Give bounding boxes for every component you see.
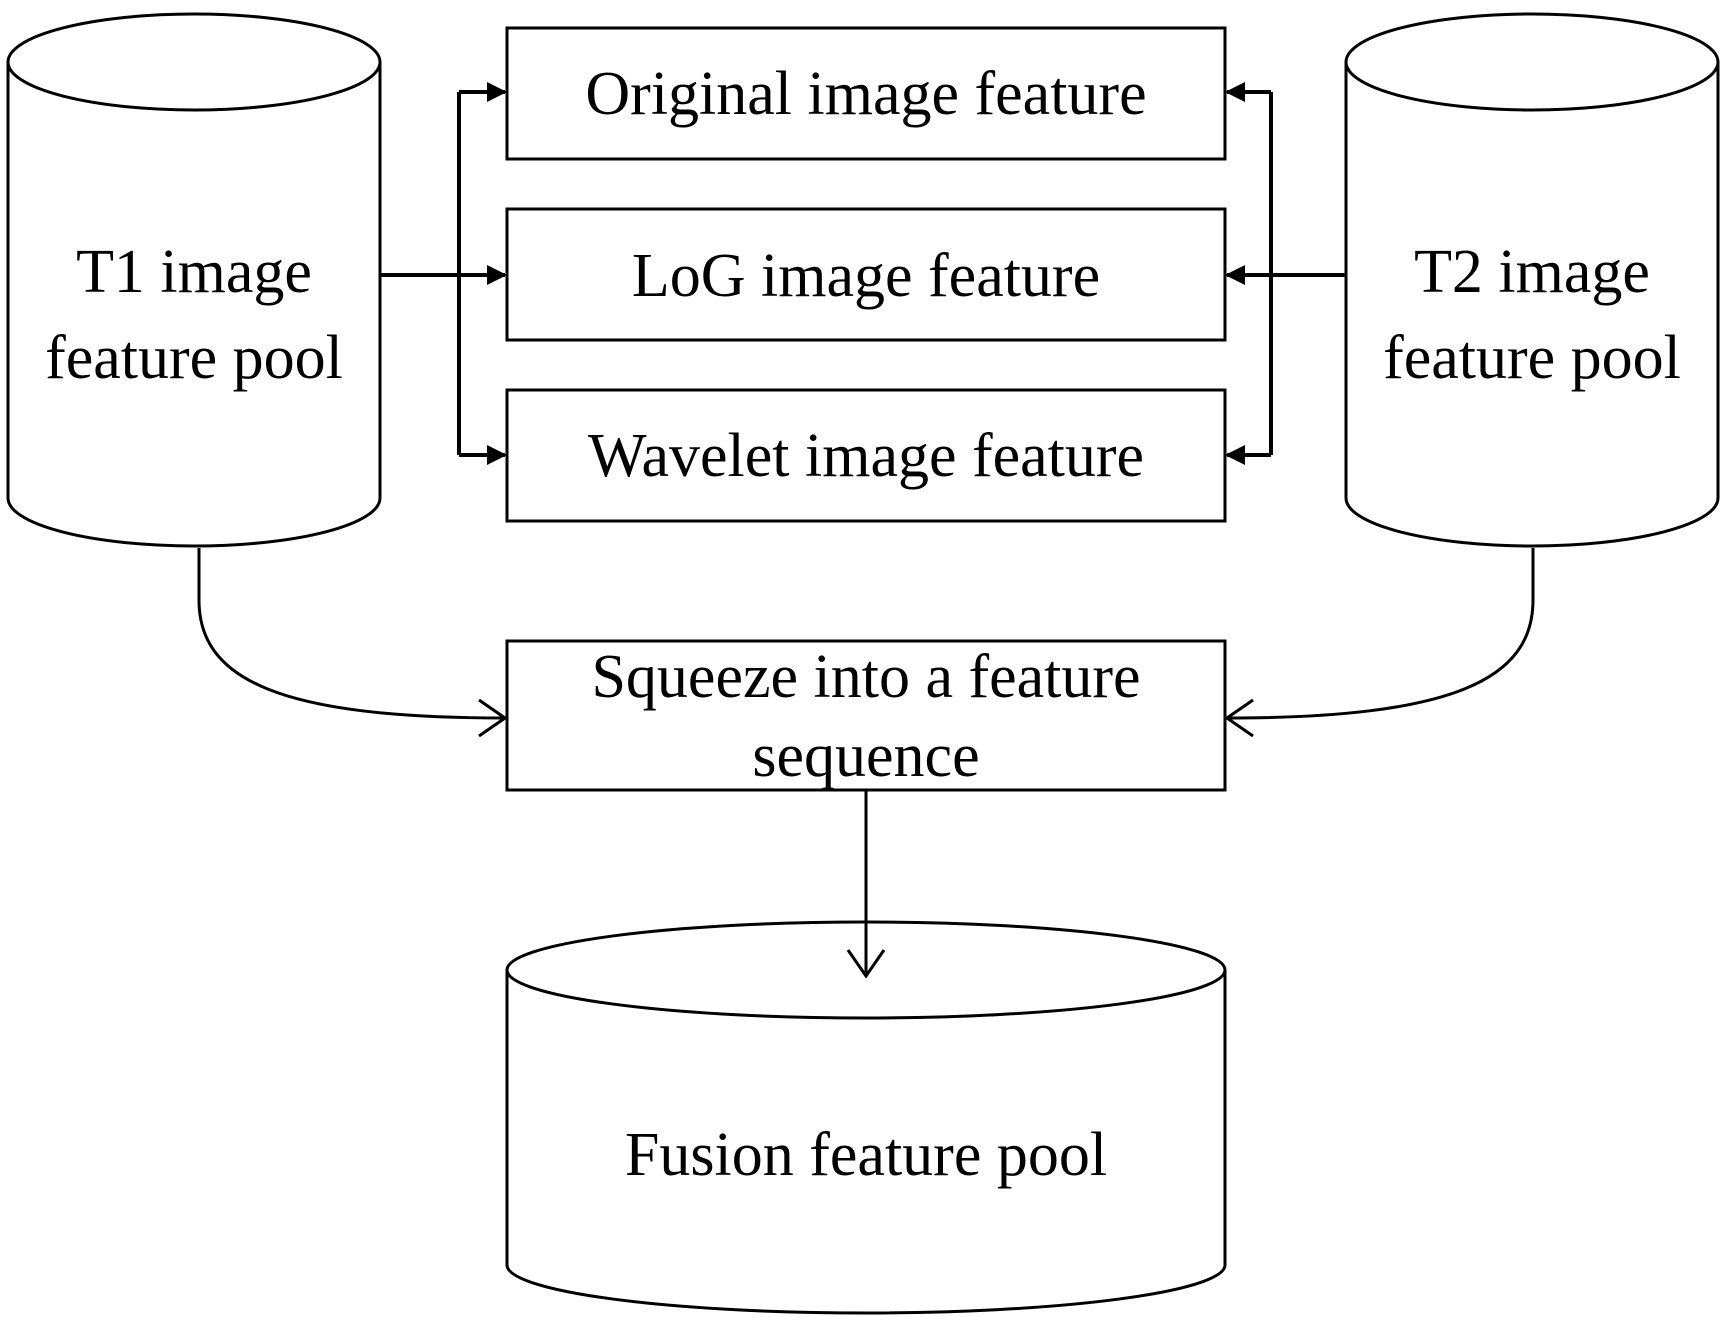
squeeze-label-line2: sequence (752, 722, 979, 790)
t2-to-squeeze-arrow (1227, 548, 1535, 718)
t2-to-features-connector (1225, 82, 1346, 465)
squeeze-label-line1: Squeeze into a feature (591, 643, 1140, 711)
t2-pool-label-line1: T2 image (1414, 238, 1650, 306)
t1-feature-pool-cylinder: T1 image feature pool (6, 12, 382, 548)
t1-pool-label-line1: T1 image (76, 238, 312, 306)
t1-pool-label-line2: feature pool (45, 324, 343, 392)
log-image-feature-box: LoG image feature (505, 207, 1227, 342)
t2-pool-label-line2: feature pool (1383, 324, 1681, 392)
fusion-pool-label: Fusion feature pool (625, 1121, 1107, 1189)
original-image-feature-label: Original image feature (585, 60, 1146, 128)
t1-to-squeeze-arrow (197, 548, 505, 718)
log-image-feature-label: LoG image feature (632, 242, 1100, 310)
wavelet-image-feature-box: Wavelet image feature (505, 388, 1227, 523)
original-image-feature-box: Original image feature (505, 26, 1227, 161)
wavelet-image-feature-label: Wavelet image feature (588, 422, 1144, 490)
squeeze-box: Squeeze into a feature sequence (505, 639, 1227, 792)
t1-to-features-connector (380, 82, 507, 465)
t2-feature-pool-cylinder: T2 image feature pool (1344, 12, 1720, 548)
fusion-feature-pool-cylinder: Fusion feature pool (505, 920, 1227, 1315)
